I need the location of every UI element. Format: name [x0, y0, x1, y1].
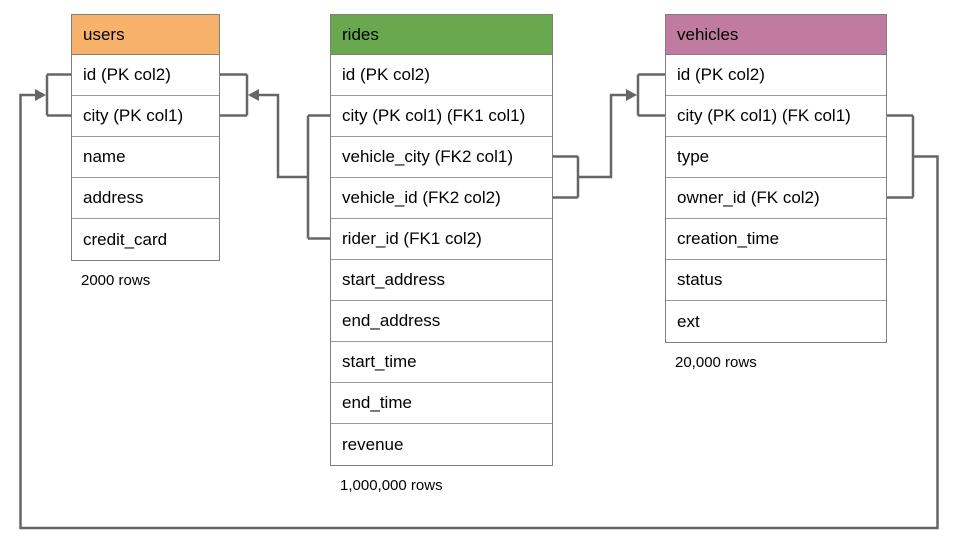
column-users-credit-card: credit_card — [72, 219, 219, 260]
column-vehicles-owner-id: owner_id (FK col2) — [666, 178, 886, 219]
connector-rides-to-vehicles — [553, 73, 665, 199]
column-rides-start-time: start_time — [331, 342, 552, 383]
column-rides-vehicle-id: vehicle_id (FK2 col2) — [331, 178, 552, 219]
column-rides-end-address: end_address — [331, 301, 552, 342]
column-users-name: name — [72, 137, 219, 178]
column-vehicles-creation-time: creation_time — [666, 219, 886, 260]
column-rides-city: city (PK col1) (FK1 col1) — [331, 96, 552, 137]
table-rides: rides id (PK col2) city (PK col1) (FK1 c… — [330, 14, 553, 494]
table-vehicles-header: vehicles — [666, 15, 886, 55]
table-rides-box: rides id (PK col2) city (PK col1) (FK1 c… — [330, 14, 553, 466]
column-rides-end-time: end_time — [331, 383, 552, 424]
vehicles-row-count-label: 20,000 rows — [675, 354, 757, 371]
users-row-count-label: 2000 rows — [81, 272, 151, 289]
arrowhead-into-users-left — [35, 89, 46, 101]
column-rides-id: id (PK col2) — [331, 55, 552, 96]
connector-vehicles-to-users — [19, 73, 939, 530]
column-users-id: id (PK col2) — [72, 55, 219, 96]
table-users-box: users id (PK col2) city (PK col1) name a… — [71, 14, 220, 261]
column-rides-revenue: revenue — [331, 424, 552, 465]
column-vehicles-type: type — [666, 137, 886, 178]
column-rides-start-address: start_address — [331, 260, 552, 301]
column-rides-vehicle-city: vehicle_city (FK2 col1) — [331, 137, 552, 178]
table-vehicles-box: vehicles id (PK col2) city (PK col1) (FK… — [665, 14, 887, 343]
column-rides-rider-id: rider_id (FK1 col2) — [331, 219, 552, 260]
column-users-city: city (PK col1) — [72, 96, 219, 137]
column-users-address: address — [72, 178, 219, 219]
table-users-header: users — [72, 15, 219, 55]
column-vehicles-city: city (PK col1) (FK col1) — [666, 96, 886, 137]
column-vehicles-ext: ext — [666, 301, 886, 342]
table-vehicles: vehicles id (PK col2) city (PK col1) (FK… — [665, 14, 887, 371]
table-rides-header: rides — [331, 15, 552, 55]
arrowhead-into-users-right — [248, 89, 259, 101]
arrowhead-into-vehicles-left — [626, 89, 637, 101]
connector-rides-to-users — [220, 73, 330, 240]
rides-row-count-label: 1,000,000 rows — [340, 477, 443, 494]
column-vehicles-id: id (PK col2) — [666, 55, 886, 96]
column-vehicles-status: status — [666, 260, 886, 301]
table-users: users id (PK col2) city (PK col1) name a… — [71, 14, 220, 289]
